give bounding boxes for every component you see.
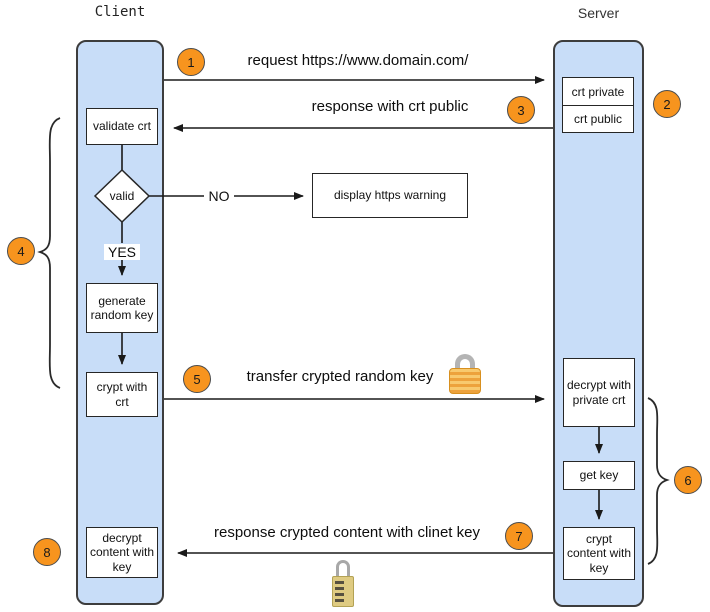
step-badge-4: 4 (7, 237, 35, 265)
combination-lock-shackle (336, 560, 350, 579)
response-content-message: response crypted content with clinet key (214, 524, 480, 541)
transfer-key-message: transfer crypted random key (246, 368, 434, 385)
generate-random-key-box: generate random key (86, 283, 158, 333)
response-public-message: response with crt public (311, 98, 469, 115)
step-badge-5: 5 (183, 365, 211, 393)
yes-label: YES (104, 244, 140, 260)
crt-private-box: crt private (571, 84, 625, 99)
client-steps-brace (37, 117, 61, 389)
validate-crt-box: validate crt (86, 108, 158, 145)
get-key-box: get key (563, 461, 635, 490)
crypt-content-box: crypt content with key (563, 527, 635, 580)
decrypt-content-box: decrypt content with key (86, 527, 158, 578)
valid-decision-label: valid (109, 189, 135, 203)
padlock-body (449, 368, 481, 394)
crypt-with-crt-box: crypt with crt (86, 372, 158, 417)
certificate-stack: crt private crt public (562, 77, 634, 133)
padlock-shackle (455, 354, 475, 372)
step-badge-7: 7 (505, 522, 533, 550)
step-badge-2: 2 (653, 90, 681, 118)
server-steps-brace (647, 397, 670, 565)
step-badge-3: 3 (507, 96, 535, 124)
combination-padlock-icon (332, 560, 354, 607)
combination-lock-dials (335, 581, 344, 603)
client-title: Client (94, 4, 146, 20)
display-https-warning-box: display https warning (312, 173, 468, 218)
step-badge-8: 8 (33, 538, 61, 566)
no-label: NO (204, 188, 234, 204)
crt-public-box: crt public (563, 105, 633, 132)
step-badge-6: 6 (674, 466, 702, 494)
server-title: Server (577, 5, 620, 21)
closed-padlock-icon (449, 354, 481, 394)
decrypt-private-crt-box: decrypt with private crt (563, 358, 635, 427)
step-badge-1: 1 (177, 48, 205, 76)
request-message: request https://www.domain.com/ (247, 52, 469, 69)
